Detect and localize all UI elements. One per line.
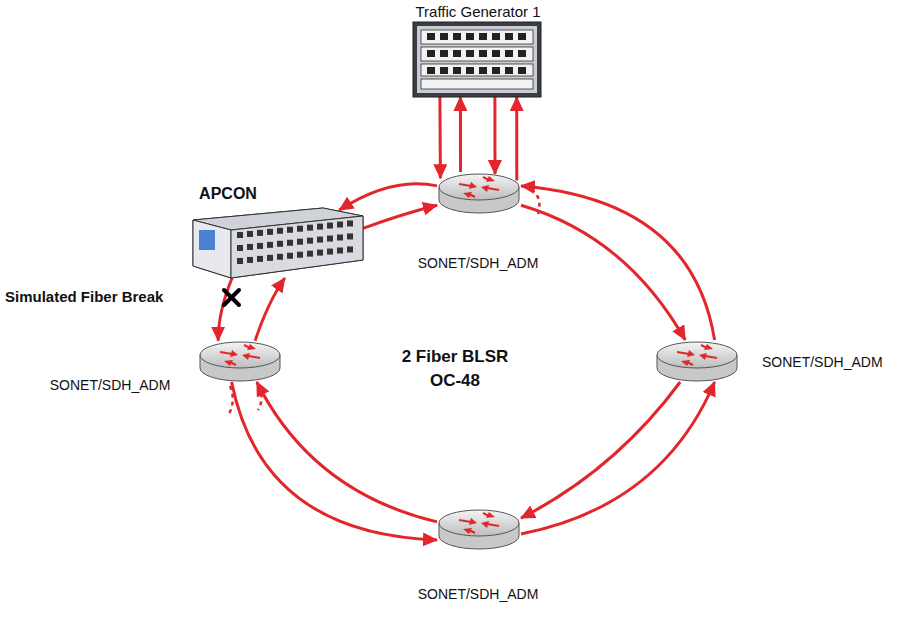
fiber-link <box>339 184 437 210</box>
ring-label: OC-48 <box>428 371 482 391</box>
fiber-link <box>232 382 437 540</box>
fiber-link <box>257 382 437 522</box>
router-icon <box>655 340 739 382</box>
fiber-link <box>363 205 437 228</box>
fiber-link <box>515 97 518 180</box>
node-label: SONET/SDH_ADM <box>760 354 885 370</box>
traffic-generator: Traffic Generator 1 <box>413 22 541 97</box>
node-label: SONET/SDH_ADM <box>48 377 173 393</box>
apcon-switch-icon <box>193 208 363 278</box>
break-mark <box>224 290 239 305</box>
node-label: Traffic Generator 1 <box>413 3 542 20</box>
adm-router: SONET/SDH_ADM <box>198 340 282 382</box>
router-icon <box>437 508 521 550</box>
fiber-link <box>521 382 715 534</box>
apcon-switch: APCON <box>193 208 363 278</box>
fiber-link <box>493 97 496 174</box>
adm-router: SONET/SDH_ADM <box>437 172 521 214</box>
router-icon <box>198 340 282 382</box>
fiber-link <box>255 278 285 341</box>
node-label: SONET/SDH_ADM <box>416 586 541 602</box>
router-icon <box>437 172 521 214</box>
callout-label: Simulated Fiber Break <box>3 288 165 306</box>
fiber-link <box>459 97 462 172</box>
adm-router: SONET/SDH_ADM <box>437 508 521 550</box>
node-label: SONET/SDH_ADM <box>416 255 541 271</box>
fiber-link <box>521 186 715 340</box>
fiber-link <box>521 205 685 340</box>
node-label: APCON <box>197 185 259 203</box>
traffic-generator-icon <box>413 22 541 97</box>
fiber-link <box>521 382 680 518</box>
adm-router: SONET/SDH_ADM <box>655 340 739 382</box>
ring-label: 2 Fiber BLSR <box>400 347 511 367</box>
fiber-link <box>438 97 442 178</box>
fiber-link <box>218 278 232 341</box>
